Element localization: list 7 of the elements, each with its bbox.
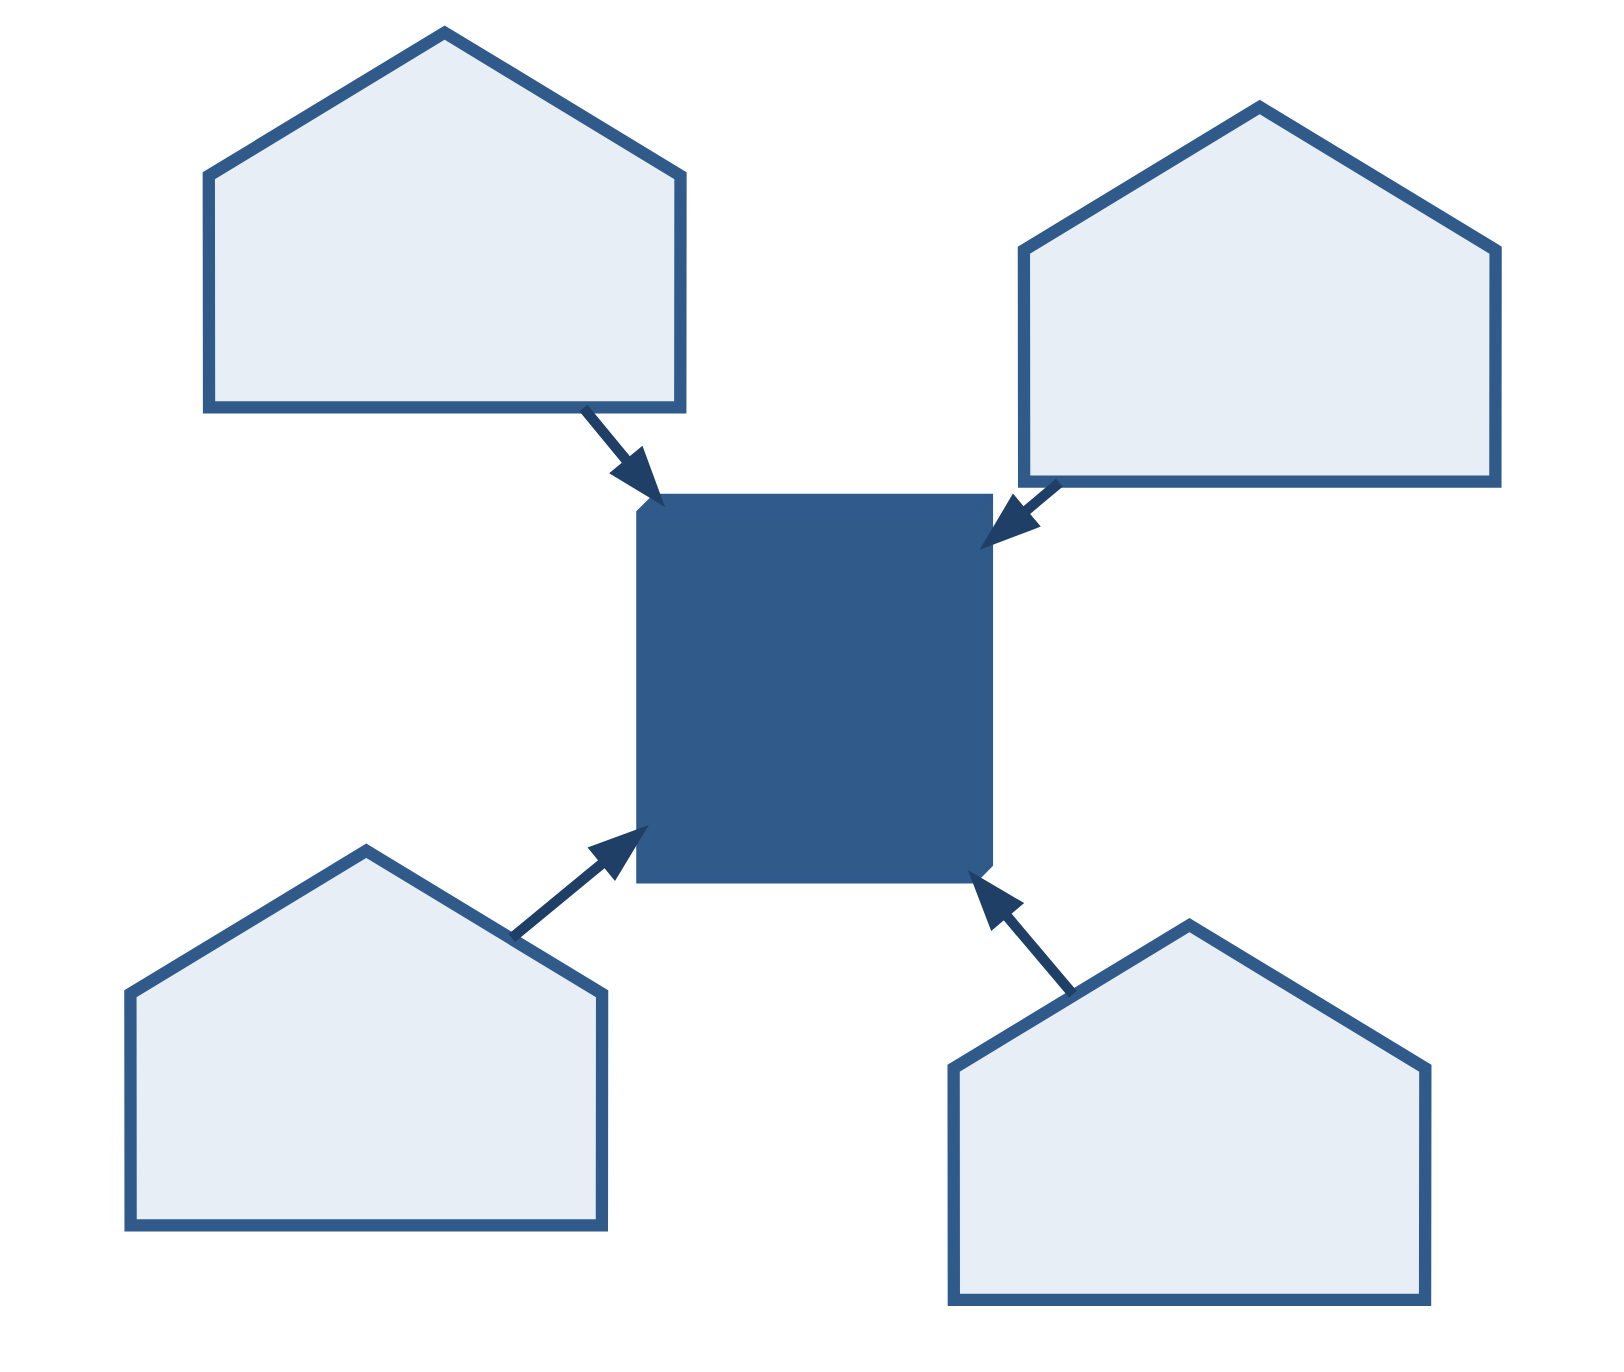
node-building	[201, 25, 686, 414]
node-building	[1016, 99, 1501, 488]
arrow	[978, 478, 1062, 550]
arrow	[966, 869, 1076, 998]
arrow	[578, 404, 664, 507]
node-building	[946, 917, 1431, 1306]
arrow	[507, 825, 648, 942]
